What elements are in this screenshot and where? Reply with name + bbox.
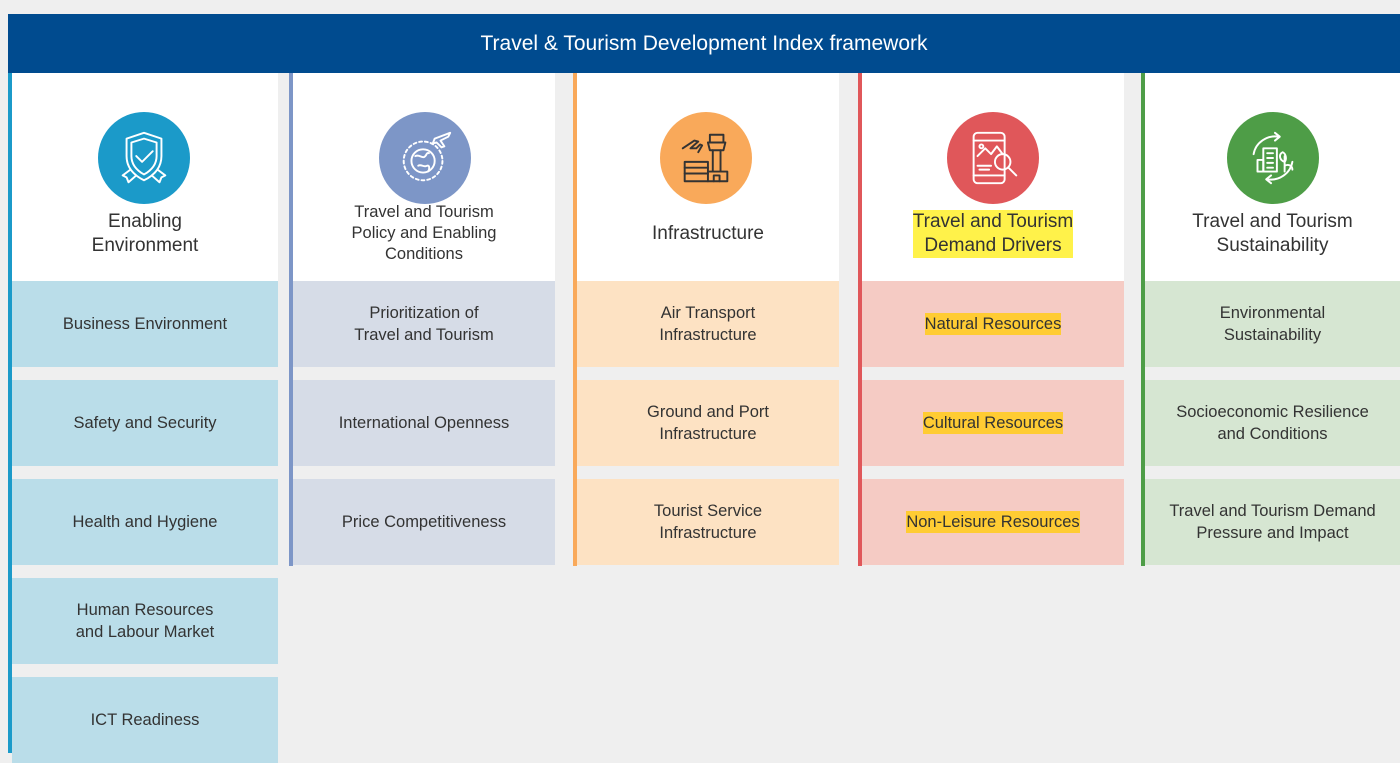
pillar-infrastructure: Infrastructure Air Transport Infrastruct… xyxy=(573,73,839,566)
pillar-title: Travel and Tourism Sustainability xyxy=(1145,198,1400,270)
subpillar-box: Price Competitiveness xyxy=(293,479,555,565)
subpillar-label: Human Resources and Labour Market xyxy=(75,601,215,641)
subpillar-label: Natural Resources xyxy=(924,313,1062,335)
framework-title-text: Travel & Tourism Development Index frame… xyxy=(480,31,928,55)
subpillar-box: Human Resources and Labour Market xyxy=(12,578,278,664)
subpillar-box: Safety and Security xyxy=(12,380,278,466)
pillar-demand-drivers: Travel and Tourism Demand Drivers Natura… xyxy=(858,73,1124,566)
subpillar-box: Travel and Tourism Demand Pressure and I… xyxy=(1145,479,1400,565)
pillar-header: Travel and Tourism Demand Drivers xyxy=(862,73,1124,281)
pillar-title-text: Enabling Environment xyxy=(91,211,199,256)
pillar-accent-bar xyxy=(573,73,577,566)
subpillar-box: ICT Readiness xyxy=(12,677,278,763)
subpillar-label: Cultural Resources xyxy=(922,412,1064,434)
pillar-title-text: Infrastructure xyxy=(652,223,764,244)
subpillar-label: ICT Readiness xyxy=(90,711,200,729)
subpillar-label: Safety and Security xyxy=(73,414,217,432)
pillar-title: Travel and Tourism Policy and Enabling C… xyxy=(293,203,555,263)
pillar-title: Travel and Tourism Demand Drivers xyxy=(862,198,1124,270)
subpillar-label: Prioritization of Travel and Tourism xyxy=(354,304,494,344)
subpillar-label: Ground and Port Infrastructure xyxy=(647,403,769,443)
subpillar-box: Tourist Service Infrastructure xyxy=(577,479,839,565)
subpillar-label: Tourist Service Infrastructure xyxy=(653,502,763,542)
pillar-title: Enabling Environment xyxy=(12,198,278,270)
pillar-policy-enabling-conditions: Travel and Tourism Policy and Enabling C… xyxy=(289,73,555,566)
subpillar-box: Cultural Resources xyxy=(862,380,1124,466)
pillar-accent-bar xyxy=(289,73,293,566)
pillar-header: Travel and Tourism Sustainability xyxy=(1145,73,1400,281)
pillar-title-text: Travel and Tourism Sustainability xyxy=(1192,211,1353,256)
subpillar-box: Business Environment xyxy=(12,281,278,367)
subpillar-label: International Openness xyxy=(338,414,510,432)
subpillar-box: Health and Hygiene xyxy=(12,479,278,565)
pillar-accent-bar xyxy=(1141,73,1145,566)
subpillar-box: Prioritization of Travel and Tourism xyxy=(293,281,555,367)
pillar-accent-bar xyxy=(8,73,12,753)
sustainable-building-icon xyxy=(1227,112,1319,204)
pillar-title: Infrastructure xyxy=(577,198,839,270)
subpillar-label: Non-Leisure Resources xyxy=(906,511,1080,533)
pillar-accent-bar xyxy=(858,73,862,566)
subpillar-box: Air Transport Infrastructure xyxy=(577,281,839,367)
subpillar-label: Travel and Tourism Demand Pressure and I… xyxy=(1169,502,1376,542)
subpillar-box: Environmental Sustainability xyxy=(1145,281,1400,367)
pillar-title-text: Travel and Tourism Policy and Enabling C… xyxy=(351,202,497,263)
subpillar-label: Health and Hygiene xyxy=(72,513,218,531)
globe-plane-icon xyxy=(379,112,471,204)
subpillar-label: Price Competitiveness xyxy=(341,513,507,531)
shield-check-icon xyxy=(98,112,190,204)
pillar-header: Travel and Tourism Policy and Enabling C… xyxy=(293,73,555,281)
pillar-header: Enabling Environment xyxy=(12,73,278,281)
subpillar-label: Air Transport Infrastructure xyxy=(659,304,757,344)
subpillar-box: Ground and Port Infrastructure xyxy=(577,380,839,466)
subpillar-box: Natural Resources xyxy=(862,281,1124,367)
subpillar-label: Business Environment xyxy=(62,315,228,333)
subpillar-box: Socioeconomic Resilience and Conditions xyxy=(1145,380,1400,466)
subpillar-label: Environmental Sustainability xyxy=(1219,304,1326,344)
subpillar-label: Socioeconomic Resilience and Conditions xyxy=(1176,403,1369,443)
subpillar-box: International Openness xyxy=(293,380,555,466)
landscape-search-icon xyxy=(947,112,1039,204)
pillar-enabling-environment: Enabling Environment Business Environmen… xyxy=(8,73,278,763)
subpillar-box: Non-Leisure Resources xyxy=(862,479,1124,565)
airport-tower-icon xyxy=(660,112,752,204)
pillar-sustainability: Travel and Tourism Sustainability Enviro… xyxy=(1141,73,1400,566)
pillar-header: Infrastructure xyxy=(577,73,839,281)
framework-title: Travel & Tourism Development Index frame… xyxy=(8,14,1400,73)
pillar-title-text: Travel and Tourism Demand Drivers xyxy=(912,210,1074,258)
